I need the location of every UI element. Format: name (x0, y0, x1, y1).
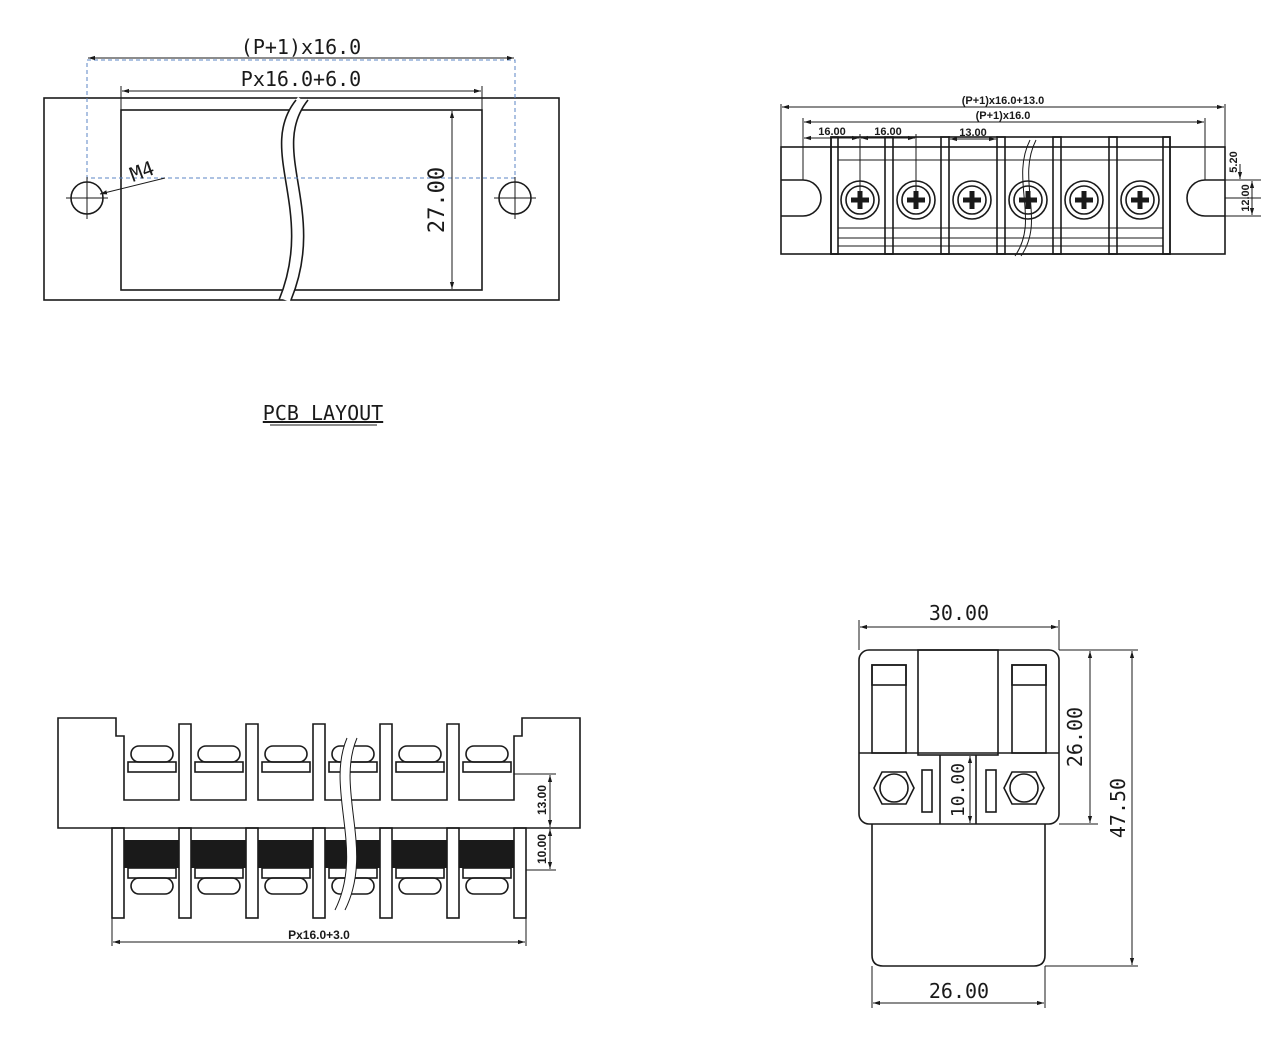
dim-pitch-total: (P+1)x16.0 (241, 35, 361, 59)
hole-label: M4 (127, 156, 158, 187)
pcb-layout-view: (P+1)x16.0 Px16.0+6.0 27.00 M4 PCB LAYOU… (43, 35, 560, 426)
side-view: 30.00 26.00 26.00 47.50 10.00 (858, 601, 1138, 1008)
mounting-slot-right (1186, 179, 1225, 217)
pcb-layout-title: PCB LAYOUT (263, 401, 383, 425)
mounting-slot-left (781, 179, 822, 217)
dim-front-upper: 13.00 (535, 785, 549, 815)
screw-terminals (840, 180, 1160, 220)
dim-top-width: 30.00 (929, 601, 989, 625)
dim-pitch-1: 16.00 (818, 126, 846, 138)
dim-front-lower: 10.00 (535, 834, 549, 864)
pcb-outline (43, 97, 560, 301)
dim-slot-depth: 12.00 (1240, 184, 1252, 212)
dim-height: 27.00 (425, 167, 450, 233)
housing-upper (57, 717, 581, 829)
dim-body-height: 26.00 (1063, 707, 1087, 767)
dim-body: Px16.0+6.0 (241, 67, 361, 91)
side-nut-right (985, 769, 1045, 813)
dim-front-width: Px16.0+3.0 (288, 928, 350, 942)
dim-mid: 10.00 (948, 763, 969, 817)
dim-overall: (P+1)x16.0+13.0 (962, 95, 1045, 107)
side-nut-left (873, 769, 933, 813)
terminal-block-body (830, 136, 1171, 255)
front-view: Px16.0+3.0 13.00 10.00 (57, 717, 581, 946)
side-base (871, 824, 1046, 967)
mounting-hole-left (66, 177, 108, 219)
dim-terminal-width: 13.00 (959, 127, 987, 139)
dim-pitch-2: 16.00 (874, 126, 902, 138)
dim-total-height: 47.50 (1106, 778, 1130, 838)
top-view: (P+1)x16.0+13.0 (P+1)x16.0 16.00 16.00 1… (780, 95, 1261, 257)
dim-pitch-total-top: (P+1)x16.0 (976, 110, 1031, 122)
mounting-hole-right (494, 177, 536, 219)
dim-bottom-width: 26.00 (929, 979, 989, 1003)
terminal-barriers (111, 827, 527, 919)
side-top-slot (917, 649, 999, 756)
dim-slot-offset: 5.20 (1228, 151, 1240, 172)
front-screws (124, 745, 514, 895)
